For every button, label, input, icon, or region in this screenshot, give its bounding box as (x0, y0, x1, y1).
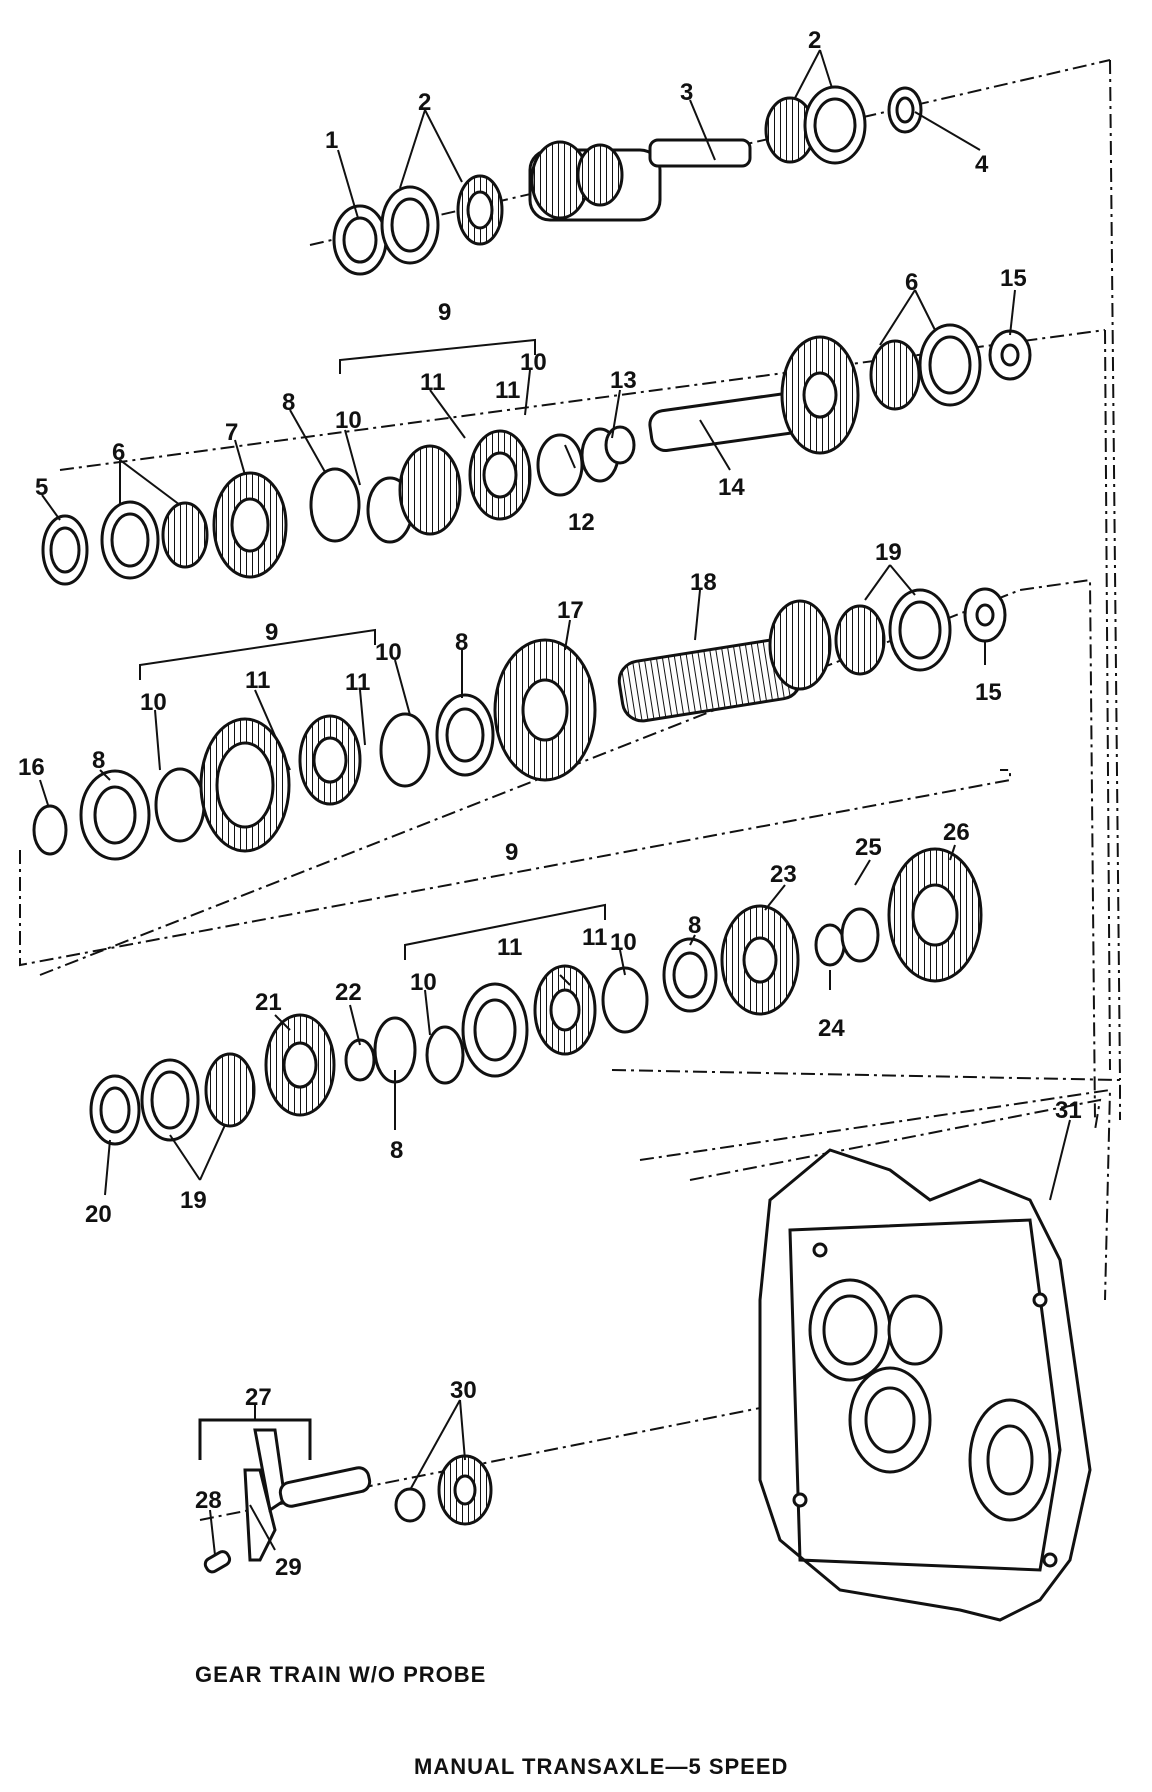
callout-label: 11 (495, 377, 520, 404)
callout-label: 15 (1000, 265, 1027, 292)
callout-label: 8 (92, 747, 105, 774)
callout-label: 11 (245, 667, 270, 694)
callout-label: 18 (690, 569, 717, 596)
callout-label: 19 (875, 539, 902, 566)
callout-label: 12 (568, 509, 595, 536)
callout-label: 22 (335, 979, 362, 1006)
callout-label: 4 (975, 151, 989, 178)
callout-label: 9 (265, 619, 278, 646)
callout-label: 3 (680, 79, 693, 106)
callout-label: 14 (718, 474, 745, 501)
shaft-2 (41, 323, 1032, 586)
callout-label: 11 (582, 924, 607, 951)
callout-label: 26 (943, 819, 970, 846)
leader-lines (39, 49, 1071, 1556)
callout-label: 9 (438, 299, 451, 326)
callout-label: 6 (905, 269, 918, 296)
callout-label: 8 (455, 629, 468, 656)
callout-label: 8 (688, 912, 701, 939)
callout-label: 2 (418, 89, 431, 116)
shift-fork-assembly (198, 1418, 493, 1574)
shaft-4 (89, 847, 983, 1146)
callout-label: 19 (180, 1187, 207, 1214)
callout-label: 7 (225, 419, 238, 446)
callout-label: 28 (195, 1487, 222, 1514)
callout-label: 9 (505, 839, 518, 866)
callout-label: 24 (818, 1015, 845, 1042)
callout-label: 11 (420, 369, 445, 396)
diagram-title: MANUAL TRANSAXLE—5 SPEED (414, 1754, 789, 1779)
transaxle-case (758, 1148, 1092, 1622)
shaft-1 (332, 85, 923, 276)
callout-label: 10 (375, 639, 402, 666)
callout-label: 10 (335, 407, 362, 434)
callout-label: 21 (255, 989, 282, 1016)
callout-label: 30 (450, 1377, 477, 1404)
callout-label: 8 (390, 1137, 403, 1164)
callout-label: 2 (808, 27, 821, 54)
callout-label: 23 (770, 861, 797, 888)
callout-label: 25 (855, 834, 882, 861)
callout-label: 10 (520, 349, 547, 376)
callout-label: 15 (975, 679, 1002, 706)
callout-label: 11 (345, 669, 370, 696)
callout-label: 13 (610, 367, 637, 394)
callout-label: 29 (275, 1554, 302, 1581)
callout-label: 10 (140, 689, 167, 716)
diagram-subtitle: GEAR TRAIN W/O PROBE (195, 1662, 487, 1687)
callout-label: 31 (1055, 1097, 1082, 1124)
callout-label: 17 (557, 597, 584, 624)
callout-label: 16 (18, 754, 45, 781)
callout-label: 8 (282, 389, 295, 416)
callout-label: 20 (85, 1201, 112, 1228)
callout-label: 6 (112, 439, 125, 466)
callout-label: 10 (610, 929, 637, 956)
callout-label: 27 (245, 1384, 272, 1411)
callout-label: 5 (35, 474, 48, 501)
shaft-3 (32, 587, 1007, 861)
callout-label: 10 (410, 969, 437, 996)
callout-labels: 1 2 2 3 4 5 6 6 7 8 9 10 10 11 11 12 13 … (18, 27, 1082, 1581)
callout-label: 11 (497, 934, 522, 961)
callout-label: 1 (325, 127, 338, 154)
